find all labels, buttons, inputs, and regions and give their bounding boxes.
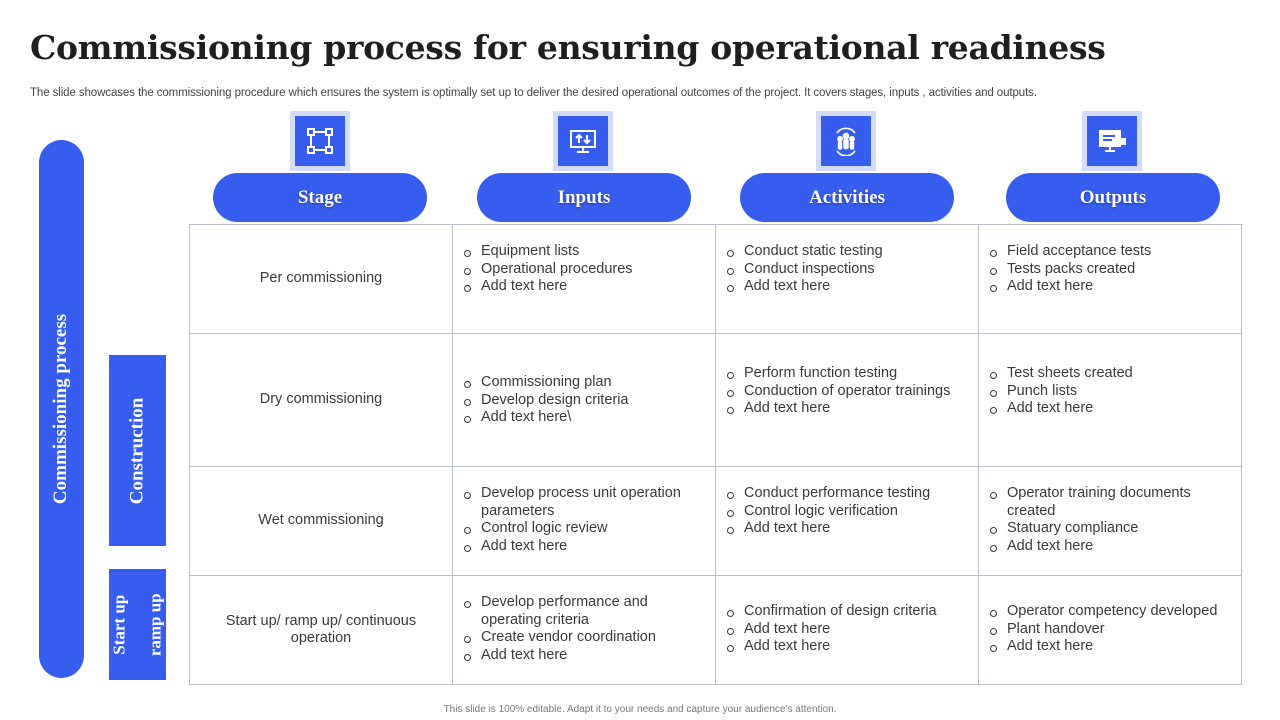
flowchart-icon — [295, 116, 345, 166]
construction-label: Construction — [126, 397, 148, 504]
list-item: Conduct inspections — [726, 261, 968, 279]
startup-rampup-label: Start up ramp up — [109, 593, 165, 656]
inputs-list: Equipment lists Operational procedures A… — [463, 243, 705, 296]
activities-list: Confirmation of design criteria Add text… — [726, 603, 968, 656]
activities-cell: Conduct performance testing Control logi… — [716, 467, 979, 576]
list-item: Field acceptance tests — [989, 243, 1231, 261]
list-item: Commissioning plan — [463, 374, 705, 392]
inputs-list: Develop performance and operating criter… — [463, 594, 705, 664]
inputs-cell: Commissioning plan Develop design criter… — [453, 334, 716, 467]
outputs-cell: Test sheets created Punch lists Add text… — [979, 334, 1242, 467]
list-item: Control logic review — [463, 520, 705, 538]
inputs-list: Develop process unit operation parameter… — [463, 485, 705, 555]
list-item: Tests packs created — [989, 261, 1231, 279]
outputs-cell: Operator training documents created Stat… — [979, 467, 1242, 576]
inputs-cell: Develop performance and operating criter… — [453, 576, 716, 685]
activities-list: Conduct static testing Conduct inspectio… — [726, 243, 968, 296]
commissioning-process-bar: Commissioning process — [39, 140, 84, 678]
outputs-list: Operator training documents created Stat… — [989, 485, 1231, 555]
commissioning-table: Per commissioning Equipment lists Operat… — [189, 224, 1243, 685]
outputs-cell: Operator competency developed Plant hand… — [979, 576, 1242, 685]
inputs-cell: Equipment lists Operational procedures A… — [453, 225, 716, 334]
list-item: Add text here — [989, 278, 1231, 296]
list-item: Control logic verification — [726, 503, 968, 521]
list-item: Plant handover — [989, 621, 1231, 639]
list-item: Operational procedures — [463, 261, 705, 279]
startup-rampup-bar: Start up ramp up — [109, 569, 166, 680]
list-item: Create vendor coordination — [463, 629, 705, 647]
stage-icon-box — [290, 111, 350, 171]
list-item: Add text here — [726, 278, 968, 296]
outputs-icon-box — [1082, 111, 1142, 171]
column-header-inputs: Inputs — [477, 173, 691, 222]
list-item: Perform function testing — [726, 365, 968, 383]
list-item: Conduct performance testing — [726, 485, 968, 503]
commissioning-process-label: Commissioning process — [50, 313, 72, 505]
activities-cell: Conduct static testing Conduct inspectio… — [716, 225, 979, 334]
list-item: Add text here — [726, 621, 968, 639]
list-item: Conduction of operator trainings — [726, 383, 968, 401]
list-item: Add text here — [463, 647, 705, 665]
list-item: Add text here — [726, 520, 968, 538]
outputs-cell: Field acceptance tests Tests packs creat… — [979, 225, 1242, 334]
list-item: Add text here — [726, 638, 968, 656]
list-item: Add text here — [989, 400, 1231, 418]
monitor-upload-icon — [558, 116, 608, 166]
list-item: Test sheets created — [989, 365, 1231, 383]
column-header-outputs: Outputs — [1006, 173, 1220, 222]
slide-title: Commissioning process for ensuring opera… — [30, 28, 1106, 67]
list-item: Develop process unit operation parameter… — [463, 485, 705, 520]
list-item: Develop performance and operating criter… — [463, 594, 705, 629]
activities-list: Perform function testing Conduction of o… — [726, 365, 968, 418]
inputs-cell: Develop process unit operation parameter… — [453, 467, 716, 576]
list-item: Punch lists — [989, 383, 1231, 401]
list-item: Operator competency developed — [989, 603, 1231, 621]
stage-cell: Wet commissioning — [190, 467, 453, 576]
list-item: Statuary compliance — [989, 520, 1231, 538]
slide-subtitle: The slide showcases the commissioning pr… — [30, 87, 1037, 99]
startup-label-line1: Start up — [109, 594, 129, 655]
slide-footer: This slide is 100% editable. Adapt it to… — [443, 704, 837, 715]
presentation-screen-icon — [1087, 116, 1137, 166]
team-cycle-icon — [821, 116, 871, 166]
activities-icon-box — [816, 111, 876, 171]
outputs-list: Field acceptance tests Tests packs creat… — [989, 243, 1231, 296]
inputs-list: Commissioning plan Develop design criter… — [463, 374, 705, 427]
activities-list: Conduct performance testing Control logi… — [726, 485, 968, 538]
activities-cell: Perform function testing Conduction of o… — [716, 334, 979, 467]
stage-cell: Start up/ ramp up/ continuous operation — [190, 576, 453, 685]
stage-cell: Per commissioning — [190, 225, 453, 334]
list-item: Conduct static testing — [726, 243, 968, 261]
list-item: Confirmation of design criteria — [726, 603, 968, 621]
list-item: Add text here — [726, 400, 968, 418]
construction-bar: Construction — [109, 355, 166, 546]
startup-label-line2: ramp up — [145, 593, 165, 656]
activities-cell: Confirmation of design criteria Add text… — [716, 576, 979, 685]
outputs-list: Test sheets created Punch lists Add text… — [989, 365, 1231, 418]
list-item: Add text here — [989, 538, 1231, 556]
list-item: Add text here — [989, 638, 1231, 656]
list-item: Add text here\ — [463, 409, 705, 427]
inputs-icon-box — [553, 111, 613, 171]
list-item: Operator training documents created — [989, 485, 1231, 520]
list-item: Equipment lists — [463, 243, 705, 261]
column-header-stage: Stage — [213, 173, 427, 222]
stage-cell: Dry commissioning — [190, 334, 453, 467]
list-item: Add text here — [463, 538, 705, 556]
list-item: Add text here — [463, 278, 705, 296]
list-item: Develop design criteria — [463, 392, 705, 410]
column-header-activities: Activities — [740, 173, 954, 222]
outputs-list: Operator competency developed Plant hand… — [989, 603, 1231, 656]
